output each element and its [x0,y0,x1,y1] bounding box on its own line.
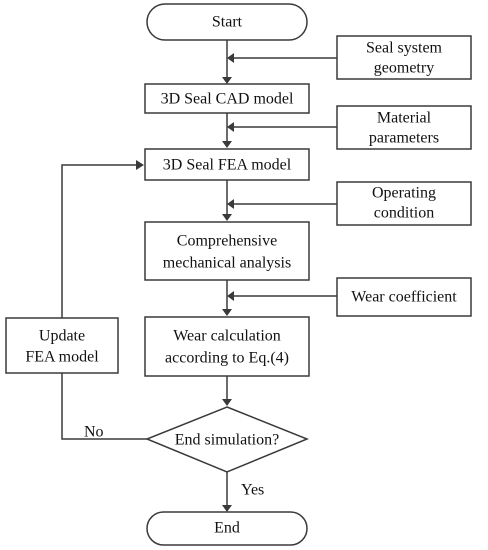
cad-model-box [144,83,310,114]
seal-geometry-line-2: geometry [374,60,434,77]
arrowhead-update-to-fea [136,160,144,170]
update-fea-line-2: FEA model [25,349,99,366]
fea-model-label: 3D Seal FEA model [163,157,292,174]
wear-calculation-line-1: Wear calculation [173,328,281,345]
mechanical-analysis-line-1: Comprehensive [177,233,277,250]
arrowhead-analysis [222,214,232,221]
start-label: Start [212,14,243,31]
edge-label-yes: Yes [241,482,264,499]
arrowhead-end [222,505,232,512]
update-fea-box [5,317,119,374]
wear-coefficient-label: Wear coefficient [351,289,457,306]
wear-calculation-line-2: according to Eq.(4) [165,350,289,367]
arrowhead-material-input [227,122,234,132]
seal-geometry-line-1: Seal system [366,40,443,57]
end-terminal [146,511,308,546]
material-parameters-input-box [336,105,472,150]
seal-geometry-input-box [336,35,472,80]
mechanical-analysis-line-2: mechanical analysis [163,255,291,272]
material-parameters-line-2: parameters [369,130,439,147]
arrowhead-decision [222,399,232,406]
fea-model-box [144,148,310,181]
end-simulation-decision [145,406,309,473]
end-simulation-label: End simulation? [175,432,279,449]
wear-calculation-box [144,316,310,377]
edge-update-to-fea [61,164,136,318]
start-terminal [146,3,308,41]
wear-coefficient-input-box [336,277,472,317]
arrowhead-fea [222,141,232,148]
edge-label-no: No [84,424,104,441]
cad-model-label: 3D Seal CAD model [161,91,294,108]
operating-condition-line-2: condition [374,205,434,222]
arrowhead-operating-input [227,199,234,209]
edge-no-loop-bottom [61,373,147,440]
operating-condition-line-1: Operating [372,185,436,202]
arrowhead-geometry-input [227,53,234,63]
mechanical-analysis-box [144,221,310,281]
arrowhead-wear [222,309,232,316]
arrowhead-wear-coefficient-input [227,291,234,301]
operating-condition-input-box [336,181,472,226]
arrowhead-cad [222,77,232,84]
end-label: End [214,520,240,537]
update-fea-line-1: Update [39,328,85,345]
material-parameters-line-1: Material [377,110,432,127]
